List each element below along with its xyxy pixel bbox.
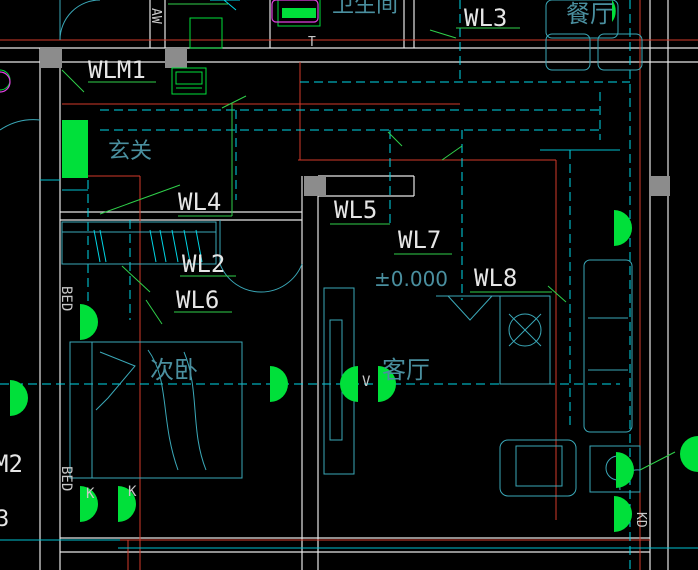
leader-lines — [61, 3, 676, 471]
room-label-dining: 餐厅 — [566, 0, 614, 28]
magenta-fixture — [0, 0, 319, 93]
elevation-label: ±0.000 — [374, 267, 448, 291]
furniture-outlines — [0, 0, 643, 497]
socket-label-bed-upper: BED — [58, 286, 74, 311]
label-wl4: WL4 — [178, 188, 221, 216]
label-wl6: WL6 — [176, 286, 219, 314]
structural-columns — [40, 48, 670, 196]
mark-aw: AW — [148, 8, 163, 24]
label-wl5: WL5 — [334, 196, 377, 224]
room-label-entrance: 玄关 — [108, 139, 152, 164]
room-label-secondary-bedroom: 次卧 — [150, 356, 198, 384]
label-edge-3: 3 — [0, 507, 9, 532]
socket-label-k-left: K — [86, 486, 95, 502]
label-wl3: WL3 — [464, 4, 507, 32]
socket-label-k-right: K — [128, 484, 137, 500]
socket-label-bed-lower: BED — [58, 466, 74, 491]
green-fixtures — [10, 0, 698, 532]
label-wlm1: WLM1 — [88, 56, 146, 84]
room-label-bathroom: 卫生间 — [332, 0, 398, 18]
mark-v: V — [362, 374, 371, 390]
mark-kd: KD — [633, 512, 648, 528]
green-outline-devices — [0, 0, 321, 95]
mark-t: T — [308, 35, 316, 50]
label-wl7: WL7 — [398, 226, 441, 254]
cyan-solid-wiring — [0, 149, 698, 549]
room-label-living-room: 客厅 — [382, 356, 430, 384]
label-wl2: WL2 — [182, 250, 225, 278]
label-wl8: WL8 — [474, 264, 517, 292]
wall-detail-marks — [93, 0, 240, 263]
label-m2: M2 — [0, 450, 23, 478]
cyan-dashed-wiring — [0, 0, 631, 570]
